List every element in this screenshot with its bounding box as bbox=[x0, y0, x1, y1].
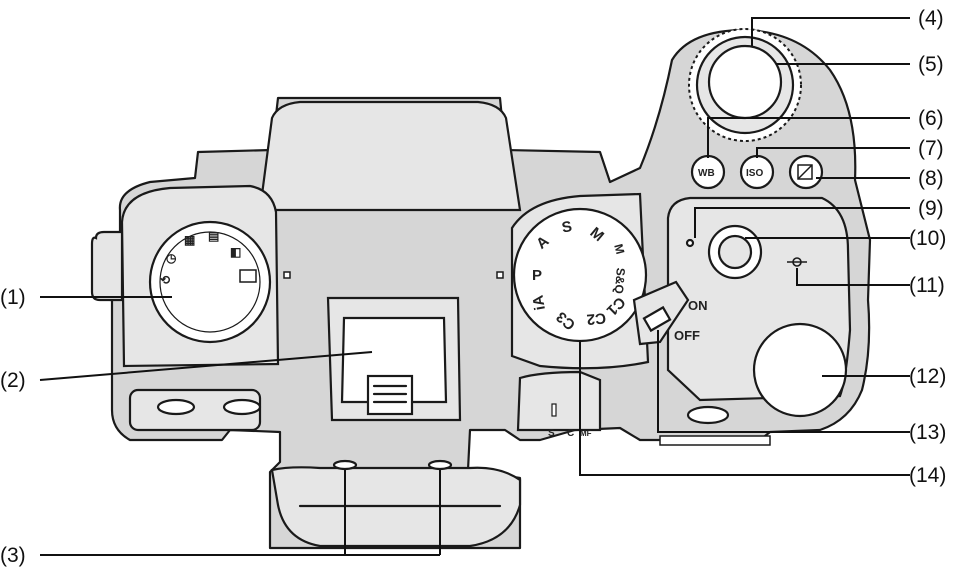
callout-3: (3) bbox=[0, 544, 26, 567]
wb-button-label: WB bbox=[698, 168, 715, 179]
mode-ia: iA bbox=[530, 294, 549, 312]
mode-m-movie: M bbox=[611, 242, 627, 255]
callout-labels: (1) (2) (3) (4) (5) (6) (7) (8) (9) (10)… bbox=[0, 7, 946, 567]
iso-button[interactable]: ISO bbox=[739, 154, 775, 190]
callout-9: (9) bbox=[918, 197, 944, 220]
power-switch-tab bbox=[642, 305, 672, 333]
lower-left-panel bbox=[128, 388, 262, 432]
callout-5: (5) bbox=[918, 53, 944, 76]
shutter-button-inner bbox=[717, 234, 753, 270]
marker-left bbox=[283, 271, 291, 279]
callout-7: (7) bbox=[918, 137, 944, 160]
exposure-comp-button[interactable] bbox=[788, 154, 824, 190]
iso-button-label: ISO bbox=[746, 168, 763, 179]
strap-eyelet-left-1 bbox=[156, 398, 196, 416]
drive-icon-interval: ◧ bbox=[230, 245, 241, 259]
rear-dial[interactable] bbox=[688, 28, 802, 142]
drive-icon-timer2: ◷ bbox=[166, 251, 177, 265]
power-off-label: OFF bbox=[674, 328, 700, 343]
mode-s: S bbox=[560, 218, 573, 236]
mode-dial[interactable]: M S A P iA C3 C2 C1 S&Q M bbox=[512, 207, 648, 343]
front-dial-ridges bbox=[659, 435, 771, 446]
hot-shoe bbox=[326, 296, 462, 422]
focus-mf-label: MF bbox=[580, 429, 592, 438]
strap-eyelet-left-2 bbox=[222, 398, 262, 416]
focus-lever-body bbox=[516, 370, 602, 432]
microphone-left bbox=[332, 459, 358, 471]
mode-p: P bbox=[532, 267, 542, 284]
front-dial[interactable] bbox=[752, 322, 848, 418]
rear-dial-center bbox=[707, 44, 783, 120]
microphone-right bbox=[427, 459, 453, 471]
callout-2: (2) bbox=[0, 369, 26, 392]
callout-1: (1) bbox=[0, 286, 26, 309]
focus-s-label: S bbox=[548, 428, 555, 439]
drive-mode-dial[interactable]: ⟲ ◷ ▦ ▤ ◧ bbox=[148, 220, 272, 344]
focal-plane-mark bbox=[787, 257, 807, 267]
drive-icon-timer: ⟲ bbox=[160, 273, 171, 287]
callout-11: (11) bbox=[909, 274, 945, 297]
marker-right bbox=[496, 271, 504, 279]
focus-mode-lever[interactable]: S C MF bbox=[516, 370, 602, 439]
leader-lines bbox=[39, 17, 910, 556]
wb-button[interactable]: WB bbox=[690, 154, 726, 190]
left-bump bbox=[90, 230, 124, 302]
callout-10: (10) bbox=[909, 227, 946, 250]
shutter-button[interactable] bbox=[707, 224, 763, 280]
power-on-label: ON bbox=[688, 298, 708, 313]
drive-icon-burst2: ▤ bbox=[208, 229, 219, 243]
power-switch[interactable]: ON OFF bbox=[632, 280, 708, 346]
callout-12: (12) bbox=[909, 365, 946, 388]
callout-6: (6) bbox=[918, 107, 944, 130]
focus-c-label: C bbox=[567, 428, 574, 439]
viewfinder-hump bbox=[258, 100, 522, 212]
callout-13: (13) bbox=[909, 421, 946, 444]
drive-icon-single bbox=[239, 269, 257, 283]
status-lamp bbox=[685, 238, 695, 248]
callout-14: (14) bbox=[909, 464, 946, 487]
drive-icon-burst: ▦ bbox=[184, 233, 195, 247]
strap-eyelet-right bbox=[686, 405, 730, 425]
callout-8: (8) bbox=[918, 167, 944, 190]
drive-dial-ring bbox=[148, 220, 272, 344]
mode-sq: S&Q bbox=[612, 267, 628, 294]
callout-4: (4) bbox=[918, 7, 944, 30]
mode-c2: C2 bbox=[586, 309, 607, 328]
